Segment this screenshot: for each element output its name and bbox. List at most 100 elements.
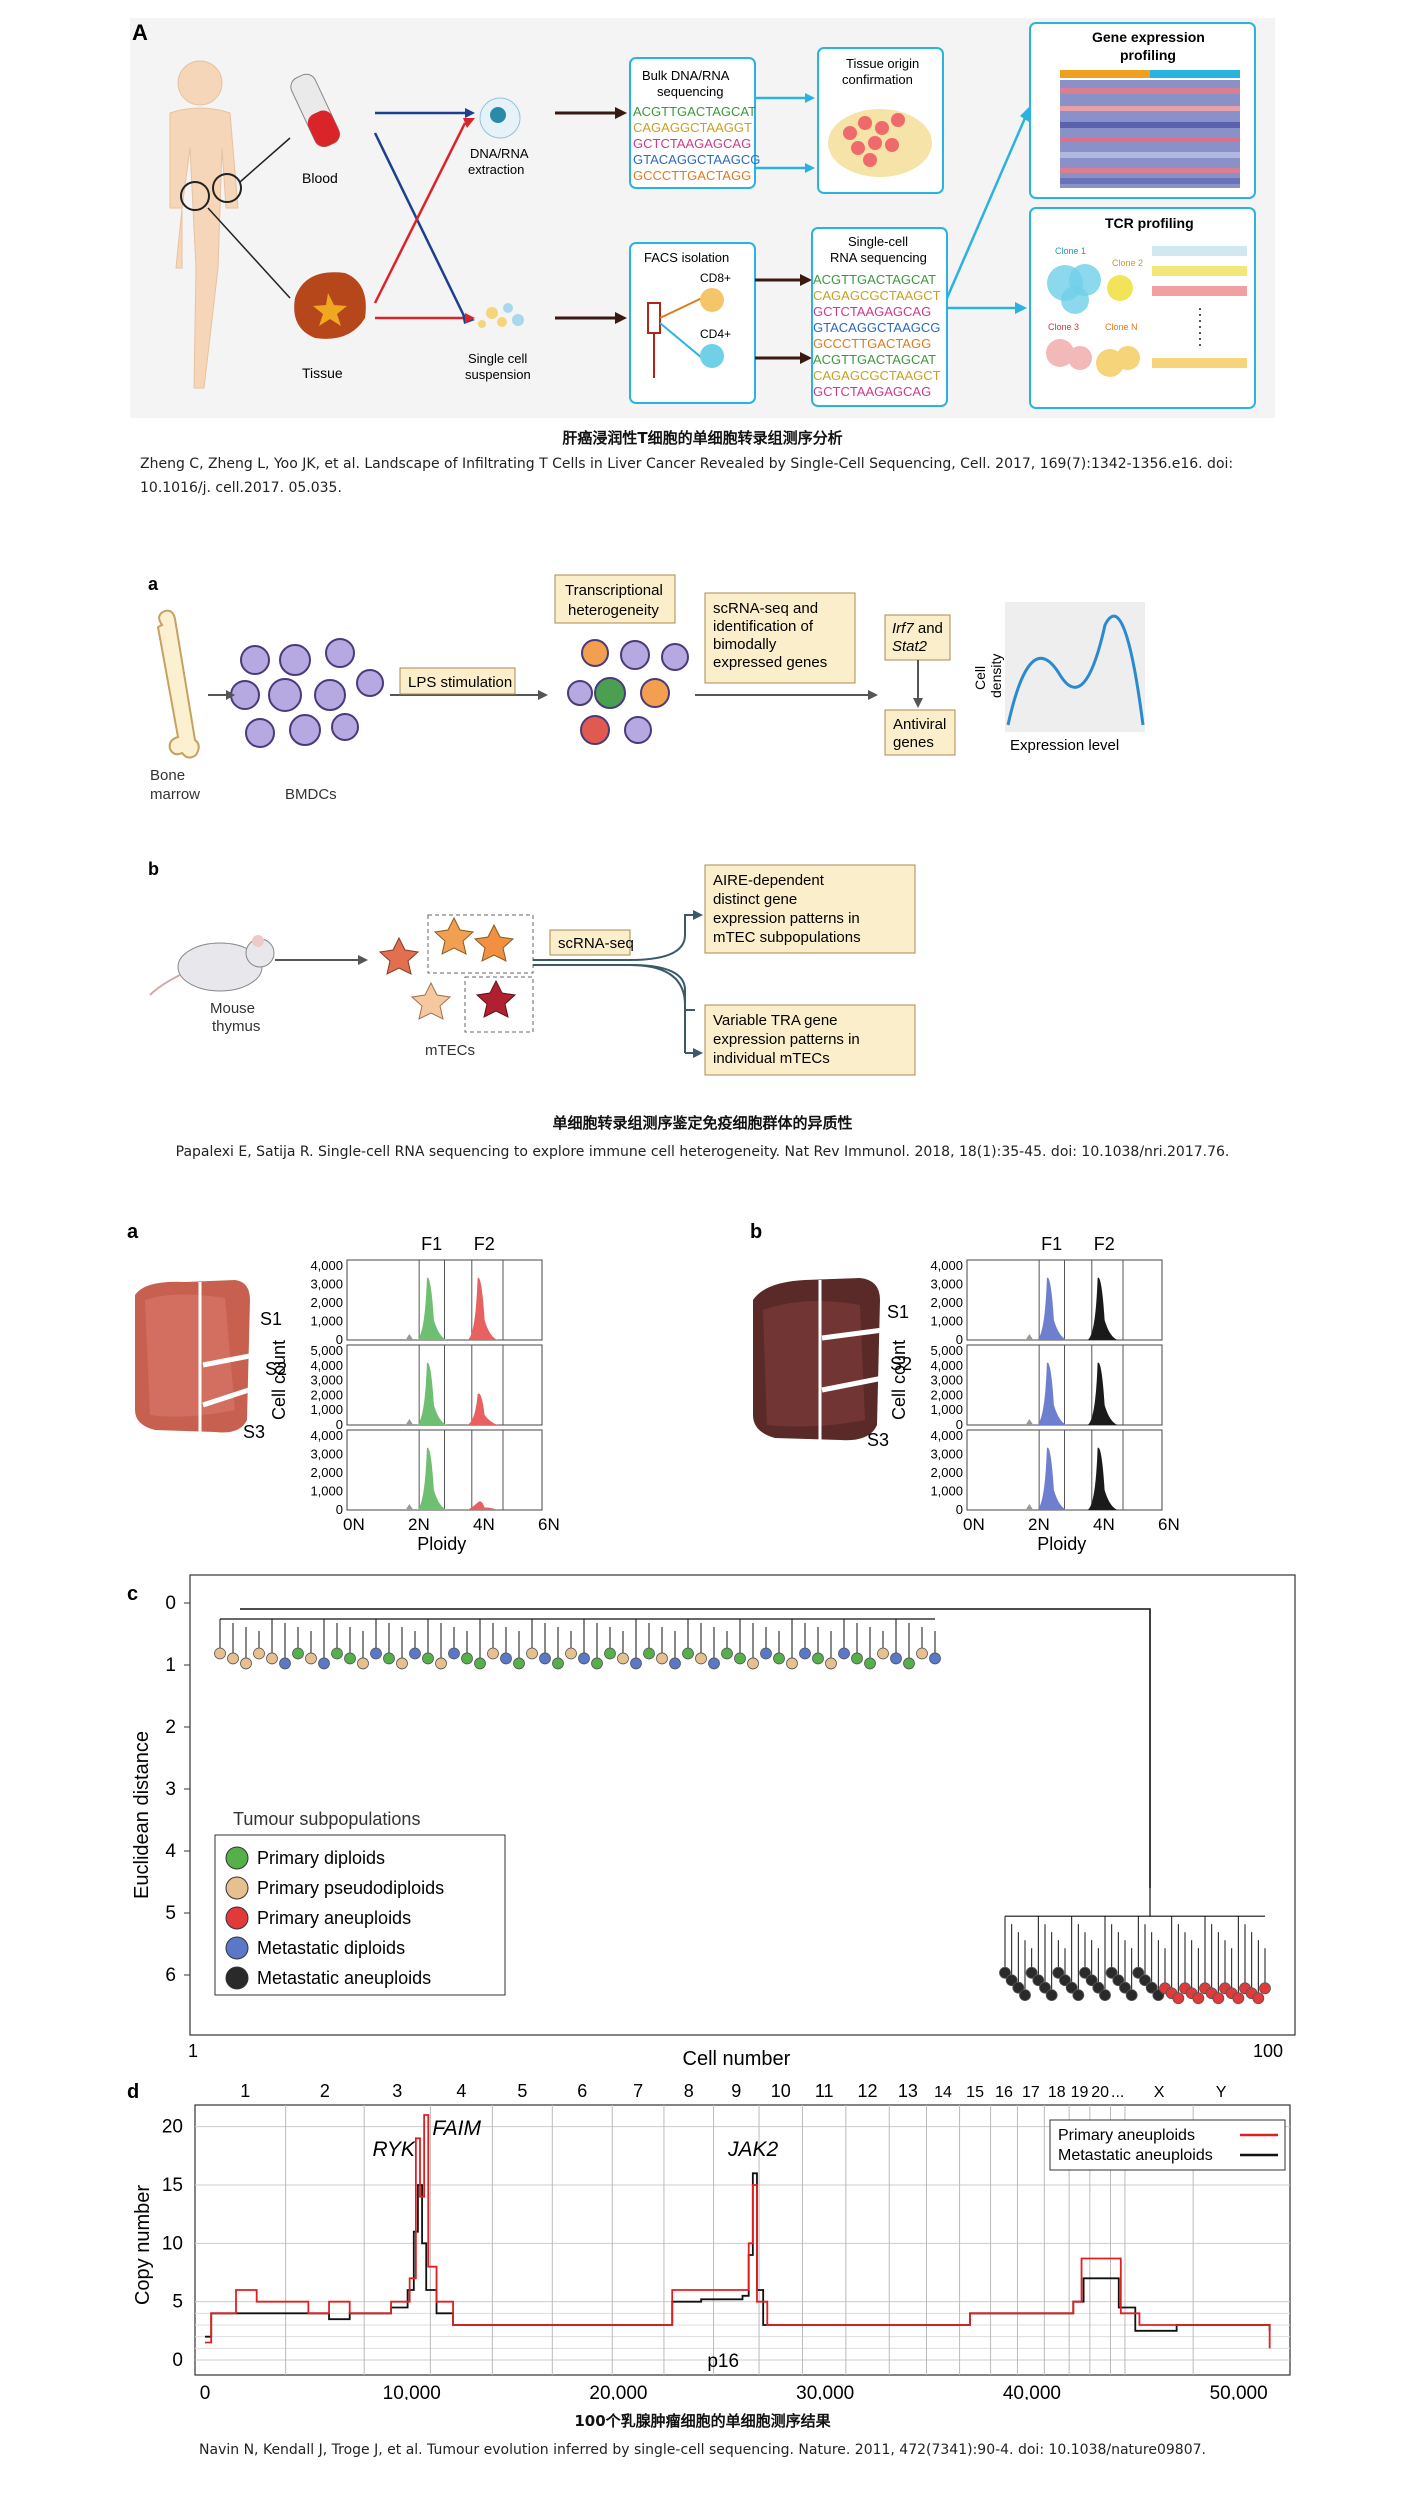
antiviral-box: [884, 709, 956, 756]
histogram-x-tick: 6N: [1158, 1515, 1180, 1534]
dendrogram-leaf: [513, 1657, 525, 1670]
legend-swatch: [225, 1936, 249, 1960]
histogram-x-tick: 2N: [408, 1515, 430, 1534]
dendrogram-leaf: [461, 1652, 473, 1665]
tumour-section-photo-b: [753, 1278, 884, 1441]
histogram-y-tick: 3,000: [930, 1447, 963, 1462]
histogram-y-tick: 0: [956, 1417, 963, 1432]
histogram-y-tick: 4,000: [930, 1258, 963, 1273]
svg-text:CAGAGGCTAAGGT: CAGAGGCTAAGGT: [633, 120, 752, 135]
bulk-seq-lines: ACGTTGACTAGCAT CAGAGGCTAAGGT GCTCTAAGAGC…: [633, 104, 760, 183]
density-plot-bg: [1005, 602, 1145, 732]
debris-peak: [1025, 1334, 1034, 1340]
dendrogram-leaf: [1052, 1966, 1065, 1979]
scrna-seq-label: scRNA-seq: [558, 935, 634, 952]
dendrogram-leaf: [1025, 1966, 1038, 1979]
dendrogram-y-label: Euclidean distance: [131, 1731, 153, 1899]
chromosome-label: 11: [815, 2081, 834, 2101]
dendrogram-leaf: [916, 1647, 928, 1660]
bmdcs-label: BMDCs: [285, 786, 337, 803]
sc-rna-seq-box: [811, 227, 948, 407]
dendrogram-leaf: [344, 1652, 356, 1665]
annotation-faim: FAIM: [432, 2117, 481, 2140]
annotation-ryk: RYK: [372, 2138, 415, 2161]
dendrogram-leaf: [617, 1652, 629, 1665]
dendrogram-leaf: [383, 1652, 395, 1665]
histogram-y-tick: 5,000: [930, 1343, 963, 1358]
heatmap-icon: [1060, 80, 1240, 188]
expression-level-label: Expression level: [1010, 737, 1119, 754]
dendrogram-leaf: [1019, 1989, 1031, 2002]
dendrogram-leaf: [214, 1647, 226, 1660]
chromosome-label: 1: [240, 2081, 250, 2101]
chromosome-label: 12: [858, 2081, 878, 2101]
debris-peak: [1025, 1419, 1034, 1425]
chromosome-label: 19: [1071, 2084, 1089, 2101]
dendrogram-leaf: [760, 1647, 772, 1660]
histogram-y-tick: 2,000: [930, 1295, 963, 1310]
dendrogram-leaf: [1012, 1981, 1025, 1994]
chromosome-label: 9: [731, 2081, 741, 2101]
histogram-y-label: Cell count: [269, 1340, 289, 1420]
dendrogram-leaf: [1212, 1992, 1225, 2005]
clonen-label: Clone N: [1105, 322, 1138, 332]
dendrogram-leaf: [656, 1652, 668, 1665]
tcr-sequences: [1152, 246, 1247, 368]
copy-number-y-label: Copy number: [132, 2185, 154, 2305]
histogram-x-tick: 0N: [343, 1515, 365, 1534]
dendrogram-leaf: [721, 1647, 733, 1660]
lps-label: LPS stimulation: [408, 674, 512, 691]
histogram-y-tick: 2,000: [930, 1465, 963, 1480]
dendrogram-leaf: [279, 1657, 291, 1670]
sc-seq-lines: ACGTTGACTAGCAT CAGAGCGCTAAGCT GCTCTAAGAG…: [813, 272, 941, 399]
chromosome-label: X: [1154, 2084, 1165, 2101]
histograms-panel-b: 4,0003,0002,0001,00005,0004,0003,0002,00…: [889, 1234, 1180, 1554]
dendrogram-leaf: [474, 1657, 486, 1670]
dendrogram-x-tick-end: 100: [1253, 2041, 1283, 2061]
dendrogram-y-tick: 3: [165, 1779, 176, 1800]
scrna-seq-box: [549, 929, 631, 956]
dendrogram-leaf: [630, 1657, 642, 1670]
panel-letter-b: b: [148, 859, 159, 879]
panel-letter-3d: d: [127, 2081, 139, 2103]
f1-peak: [1036, 1362, 1067, 1425]
dendrogram-root-branch: [240, 1608, 1151, 1889]
bmdcs-cluster-icon: [230, 638, 384, 748]
section-label-s2-b: S2: [890, 1354, 912, 1374]
chromosome-label: 14: [934, 2084, 952, 2101]
dendrogram-leaf: [552, 1657, 564, 1670]
irf7-box: [884, 614, 951, 661]
tcr-profiling-label: TCR profiling: [1105, 215, 1194, 231]
dendrogram-y-tick: 4: [165, 1841, 176, 1862]
dendrogram-leaf: [565, 1647, 577, 1660]
histogram-y-tick: 0: [336, 1332, 343, 1347]
dendrogram-leaf: [643, 1647, 655, 1660]
chromosome-label: 16: [995, 2084, 1013, 2101]
dendrogram-leaf: [838, 1647, 850, 1660]
mtecs-label: mTECs: [425, 1042, 475, 1059]
dendrogram-leaf: [604, 1647, 616, 1660]
bimodal-density-curve: [1006, 614, 1145, 726]
dendrogram-leaf: [999, 1966, 1011, 1979]
figure-1-caption-ref: Zheng C, Zheng L, Yoo JK, et al. Landsca…: [140, 456, 1234, 496]
gate-label-f1: F1: [1041, 1234, 1062, 1254]
dendrogram-leaf: [500, 1652, 512, 1665]
svg-text:GCCCTTGACTAGG: GCCCTTGACTAGG: [633, 168, 751, 183]
chromosome-label: 10: [771, 2081, 791, 2101]
chromosome-label: 5: [517, 2081, 527, 2101]
heterogeneous-cells-icon: [567, 639, 689, 745]
bone-icon: [156, 609, 200, 759]
histogram-y-tick: 3,000: [310, 1373, 343, 1388]
chromosome-label: ...: [1111, 2084, 1124, 2101]
dendrogram-leaf: [1092, 1981, 1105, 1994]
dendrogram-leaf: [864, 1657, 876, 1670]
tumour-section-photo-a: [135, 1280, 256, 1433]
dendrogram-leaf: [1065, 1981, 1078, 1994]
figure-3-caption-ref: Navin N, Kendall J, Troge J, et al. Tumo…: [199, 2442, 1206, 2458]
bulk-seq-box: [629, 57, 756, 189]
